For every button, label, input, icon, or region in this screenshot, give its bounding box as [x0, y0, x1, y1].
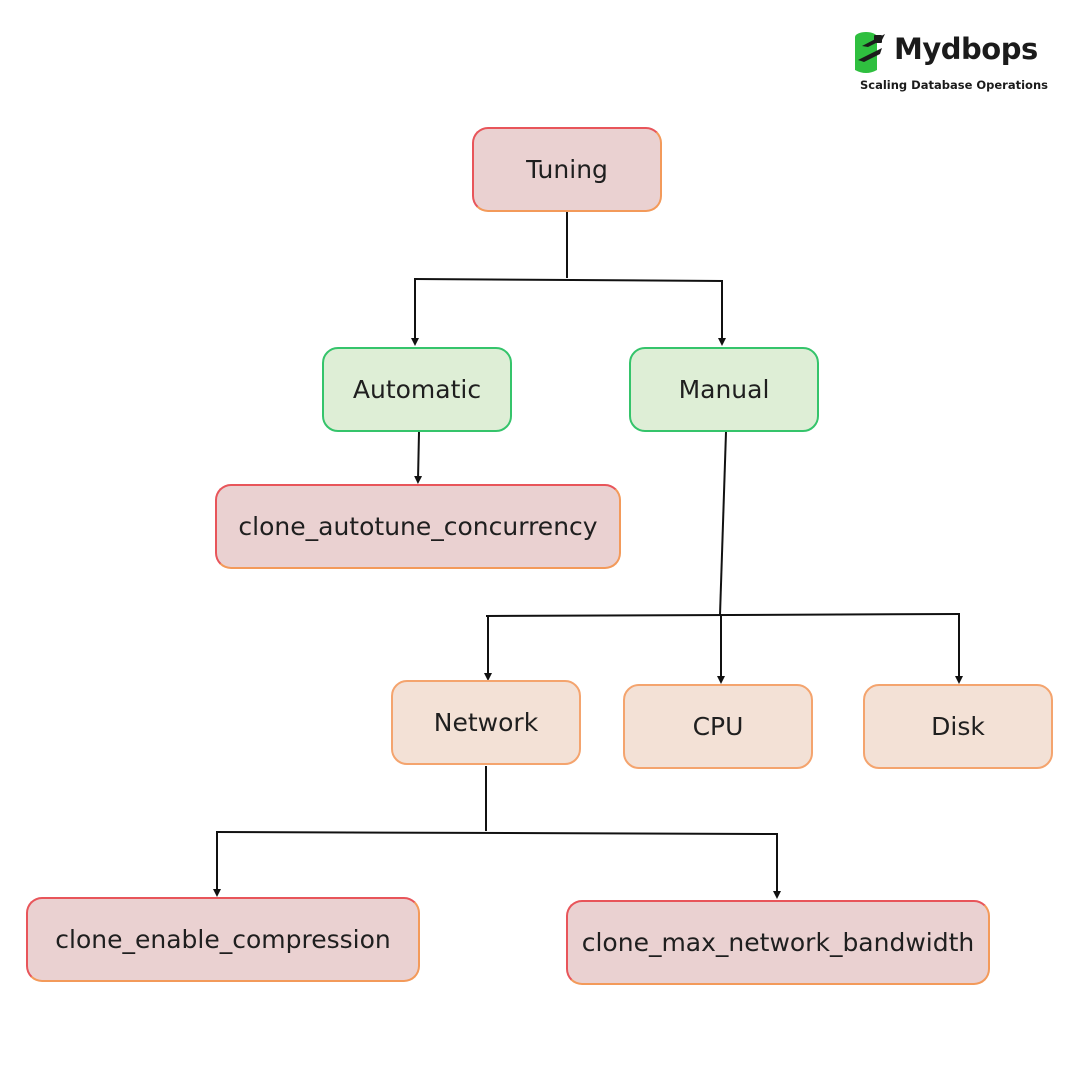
node-manual: Manual: [629, 347, 819, 432]
node-cpu: CPU: [623, 684, 813, 769]
node-network: Network: [391, 680, 581, 765]
brand-logo: Mydbops Scaling Database Operations: [852, 30, 1052, 94]
edge-tuning-bus: [413, 278, 724, 282]
node-disk: Disk: [863, 684, 1053, 769]
mydbops-logo-icon: [855, 32, 885, 73]
edge-manual-trunk: [719, 431, 727, 616]
node-automatic: Automatic: [322, 347, 512, 432]
edge-to-autotune: [414, 431, 423, 484]
brand-name: Mydbops: [894, 32, 1038, 66]
edge-manual-bus: [485, 613, 961, 617]
edge-network-bus: [215, 831, 779, 835]
node-tuning: Tuning: [472, 127, 662, 212]
node-clone-autotune-concurrency: clone_autotune_concurrency: [215, 484, 621, 569]
brand-tagline: Scaling Database Operations: [860, 78, 1048, 92]
node-clone-enable-compression: clone_enable_compression: [26, 897, 420, 982]
node-clone-max-network-bandwidth: clone_max_network_bandwidth: [566, 900, 990, 985]
